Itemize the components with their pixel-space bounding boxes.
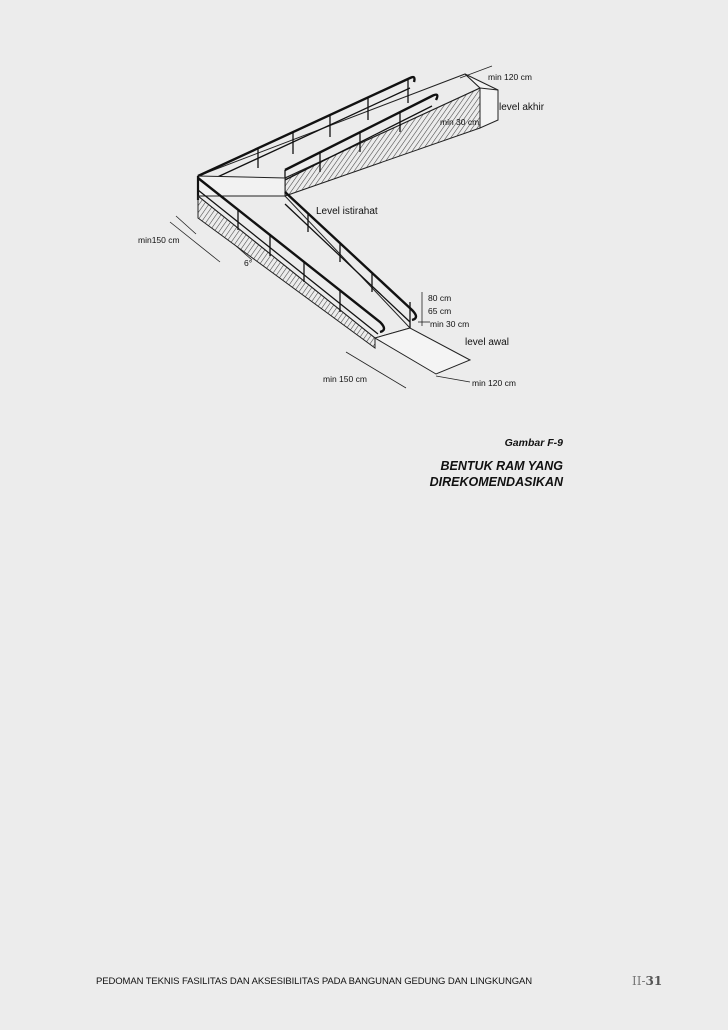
figure-title: BENTUK RAM YANG DIREKOMENDASIKAN xyxy=(429,459,563,489)
top-platform xyxy=(464,73,499,129)
top-curb-label: min 30 cm xyxy=(440,117,479,127)
page-number: II-31 xyxy=(632,974,662,988)
ramp-figure: min 120 cm level akhir min 30 cm Level i… xyxy=(138,65,545,389)
rail-high-label: 80 cm xyxy=(428,293,451,303)
page-prefix: II- xyxy=(632,974,646,988)
bottom-width-label: min 120 cm xyxy=(472,378,516,388)
footer-text: PEDOMAN TEKNIS FASILITAS DAN AKSESIBILIT… xyxy=(96,976,532,987)
lower-inner-handrail xyxy=(284,191,418,322)
landing-label: Level istirahat xyxy=(316,206,378,217)
bottom-level-label: level awal xyxy=(465,337,509,348)
lower-outer-handrail xyxy=(197,177,386,334)
top-width-label: min 120 cm xyxy=(488,72,532,82)
page-number-value: 31 xyxy=(645,974,663,988)
rail-low-label: 65 cm xyxy=(428,306,451,316)
top-level-label: level akhir xyxy=(499,102,545,113)
landing-platform xyxy=(197,175,286,197)
upper-ramp-side xyxy=(284,87,481,197)
landing-width-label: min150 cm xyxy=(138,235,180,245)
upper-outer-handrail xyxy=(197,75,416,178)
lower-rail-posts xyxy=(237,210,411,328)
bottom-length-label: min 150 cm xyxy=(323,374,367,384)
bottom-platform xyxy=(373,327,472,375)
lower-ramp-side xyxy=(197,194,376,349)
figure-number: Gambar F-9 xyxy=(504,437,563,449)
upper-inner-handrail xyxy=(284,93,439,172)
slope-label: 6° xyxy=(244,258,252,268)
bottom-curb-label: min 30 cm xyxy=(430,319,469,329)
dimension-lines xyxy=(169,65,493,389)
